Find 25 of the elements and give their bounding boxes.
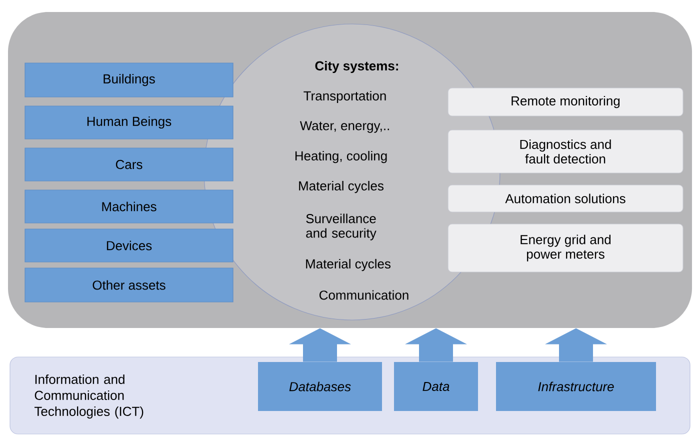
asset-box: Cars — [24, 148, 234, 182]
resource-box: Databases — [258, 362, 382, 411]
resource-box: Infrastructure — [496, 362, 656, 411]
asset-box: Machines — [24, 190, 234, 224]
solution-box: Energy grid and power meters — [448, 224, 684, 272]
circle-text: Communication — [320, 290, 408, 300]
asset-box: Devices — [24, 228, 234, 262]
asset-box: Buildings — [24, 62, 234, 98]
ict-label: Information and Communication Technologies (ICT) — [34, 374, 144, 419]
arrow — [545, 328, 607, 362]
resource-box: Data — [394, 362, 478, 411]
asset-box: Other assets — [24, 268, 234, 302]
circle-text: City systems: — [315, 60, 398, 74]
circle-text: Water, energy,.. — [300, 121, 389, 133]
solution-box: Diagnostics and fault detection — [448, 130, 684, 174]
solution-box: Automation solutions — [448, 184, 684, 212]
arrow — [289, 328, 351, 362]
circle-text: Material cycles — [306, 258, 390, 272]
circle-text: Transportation — [304, 90, 386, 104]
circle-text: Heating, cooling — [295, 150, 387, 164]
solution-box: Remote monitoring — [448, 88, 684, 116]
circle-text: Surveillance and security — [306, 214, 376, 240]
asset-box: Human Beings — [24, 106, 234, 140]
circle-text: Material cycles — [299, 180, 384, 194]
arrow — [405, 328, 467, 362]
